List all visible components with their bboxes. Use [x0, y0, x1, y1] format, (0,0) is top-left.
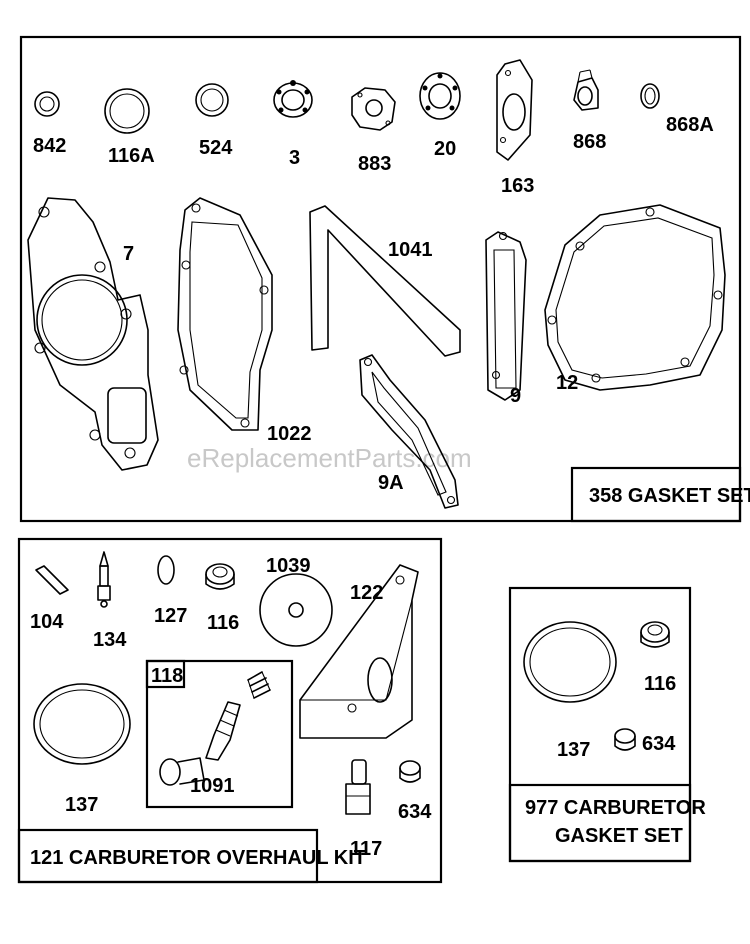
washer-icon	[259, 573, 333, 647]
crankcase-breather-tube	[309, 205, 461, 357]
overhaul-kit-title: 121 CARBURETOR OVERHAUL KIT	[30, 847, 366, 869]
sub-kit-118-frame	[145, 659, 294, 809]
intake-gasket	[485, 231, 527, 401]
sub-kit-118-tag	[145, 659, 186, 689]
seal-icon	[273, 80, 313, 118]
seal-icon	[573, 69, 599, 111]
part-label-883: 883	[358, 153, 391, 175]
part-label-116-carb: 116	[644, 673, 676, 695]
gasket-set-title: 358 GASKET SET	[589, 485, 750, 507]
gasket-icon	[496, 59, 533, 161]
part-label-524: 524	[199, 137, 233, 159]
part-label-842: 842	[33, 135, 66, 157]
bracket-icon	[299, 564, 419, 739]
gasket-set-label-box	[570, 466, 742, 523]
carb-gasket-set-frame	[508, 586, 692, 863]
needle-valve-icon	[97, 551, 111, 608]
watermark: eReplacementParts.com	[187, 443, 472, 473]
exhaust-gasket	[359, 354, 459, 509]
part-label-116: 116	[207, 612, 239, 634]
o-ring-icon	[157, 555, 175, 585]
o-ring-icon	[195, 83, 229, 117]
part-label-634-carb: 634	[642, 733, 676, 755]
part-label-137: 137	[65, 794, 98, 816]
seal-icon	[399, 760, 421, 783]
gasket-icon	[351, 87, 396, 131]
o-ring-icon	[33, 683, 131, 765]
carb-gasket-label-box	[508, 783, 692, 863]
part-label-163: 163	[501, 175, 534, 197]
needle-valve-icon	[159, 701, 241, 786]
o-ring-icon	[523, 621, 617, 703]
part-label-1091: 1091	[190, 775, 235, 797]
part-label-127: 127	[154, 605, 187, 627]
part-label-137-carb: 137	[557, 739, 590, 761]
pin-icon	[35, 565, 69, 595]
part-label-3: 3	[289, 147, 300, 169]
seal-icon	[205, 563, 235, 590]
o-ring-icon	[104, 88, 150, 134]
part-label-117: 117	[350, 838, 382, 860]
part-label-868A: 868A	[666, 114, 714, 136]
part-label-12: 12	[556, 372, 578, 394]
o-ring-icon	[640, 83, 660, 109]
seal-icon	[614, 728, 636, 751]
part-label-134: 134	[93, 629, 127, 651]
part-label-7: 7	[123, 243, 134, 265]
part-label-20: 20	[434, 138, 456, 160]
part-label-9: 9	[510, 385, 521, 407]
part-label-116A: 116A	[108, 145, 155, 167]
sub-kit-label-118: 118	[151, 665, 183, 687]
part-label-1039: 1039	[266, 555, 311, 577]
carb-gasket-set-title-line1: 977 CARBURETOR	[525, 797, 706, 819]
part-label-122: 122	[350, 582, 383, 604]
part-label-1022: 1022	[267, 423, 312, 445]
fitting-icon	[345, 759, 371, 815]
crankcase-gasket	[177, 197, 273, 431]
carb-gasket-set-title-line2: GASKET SET	[555, 825, 683, 847]
spring-icon	[247, 671, 271, 699]
o-ring-icon	[34, 91, 60, 117]
part-label-9A: 9A	[378, 472, 404, 494]
cylinder-head-gasket	[27, 197, 159, 471]
gasket-set-frame	[19, 35, 742, 523]
seal-icon	[419, 72, 461, 120]
part-label-634: 634	[398, 801, 432, 823]
part-label-104: 104	[30, 611, 64, 633]
sump-gasket	[544, 204, 726, 391]
part-label-868: 868	[573, 131, 606, 153]
part-label-1041: 1041	[388, 239, 433, 261]
overhaul-kit-label-box	[17, 828, 319, 884]
seal-icon	[640, 621, 670, 648]
